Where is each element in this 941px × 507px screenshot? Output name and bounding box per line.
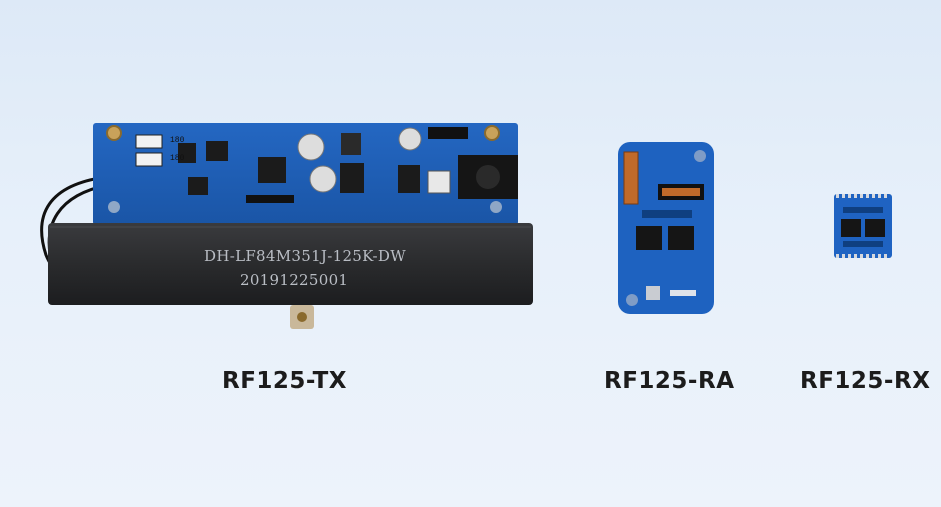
product-label-rf125-rx: RF125-RX <box>800 368 931 394</box>
product-label-rf125-tx: RF125-TX <box>222 368 348 394</box>
product-rf125-ra <box>616 140 716 316</box>
rf125-ra-module-image <box>618 142 714 314</box>
product-rf125-tx: DH-LF84M351J-125K-DW 20191225001 180 180 <box>28 115 538 335</box>
product-label-rf125-ra: RF125-RA <box>604 368 735 394</box>
antenna-serial-text: 20191225001 <box>240 271 349 289</box>
product-rf125-rx <box>833 193 893 259</box>
antenna-model-text: DH-LF84M351J-125K-DW <box>204 247 406 265</box>
rf125-rx-module-image <box>834 194 892 258</box>
chip-label: 180 <box>170 154 185 163</box>
chip-label: 180 <box>170 136 185 145</box>
rf125-tx-module-image <box>40 123 533 329</box>
